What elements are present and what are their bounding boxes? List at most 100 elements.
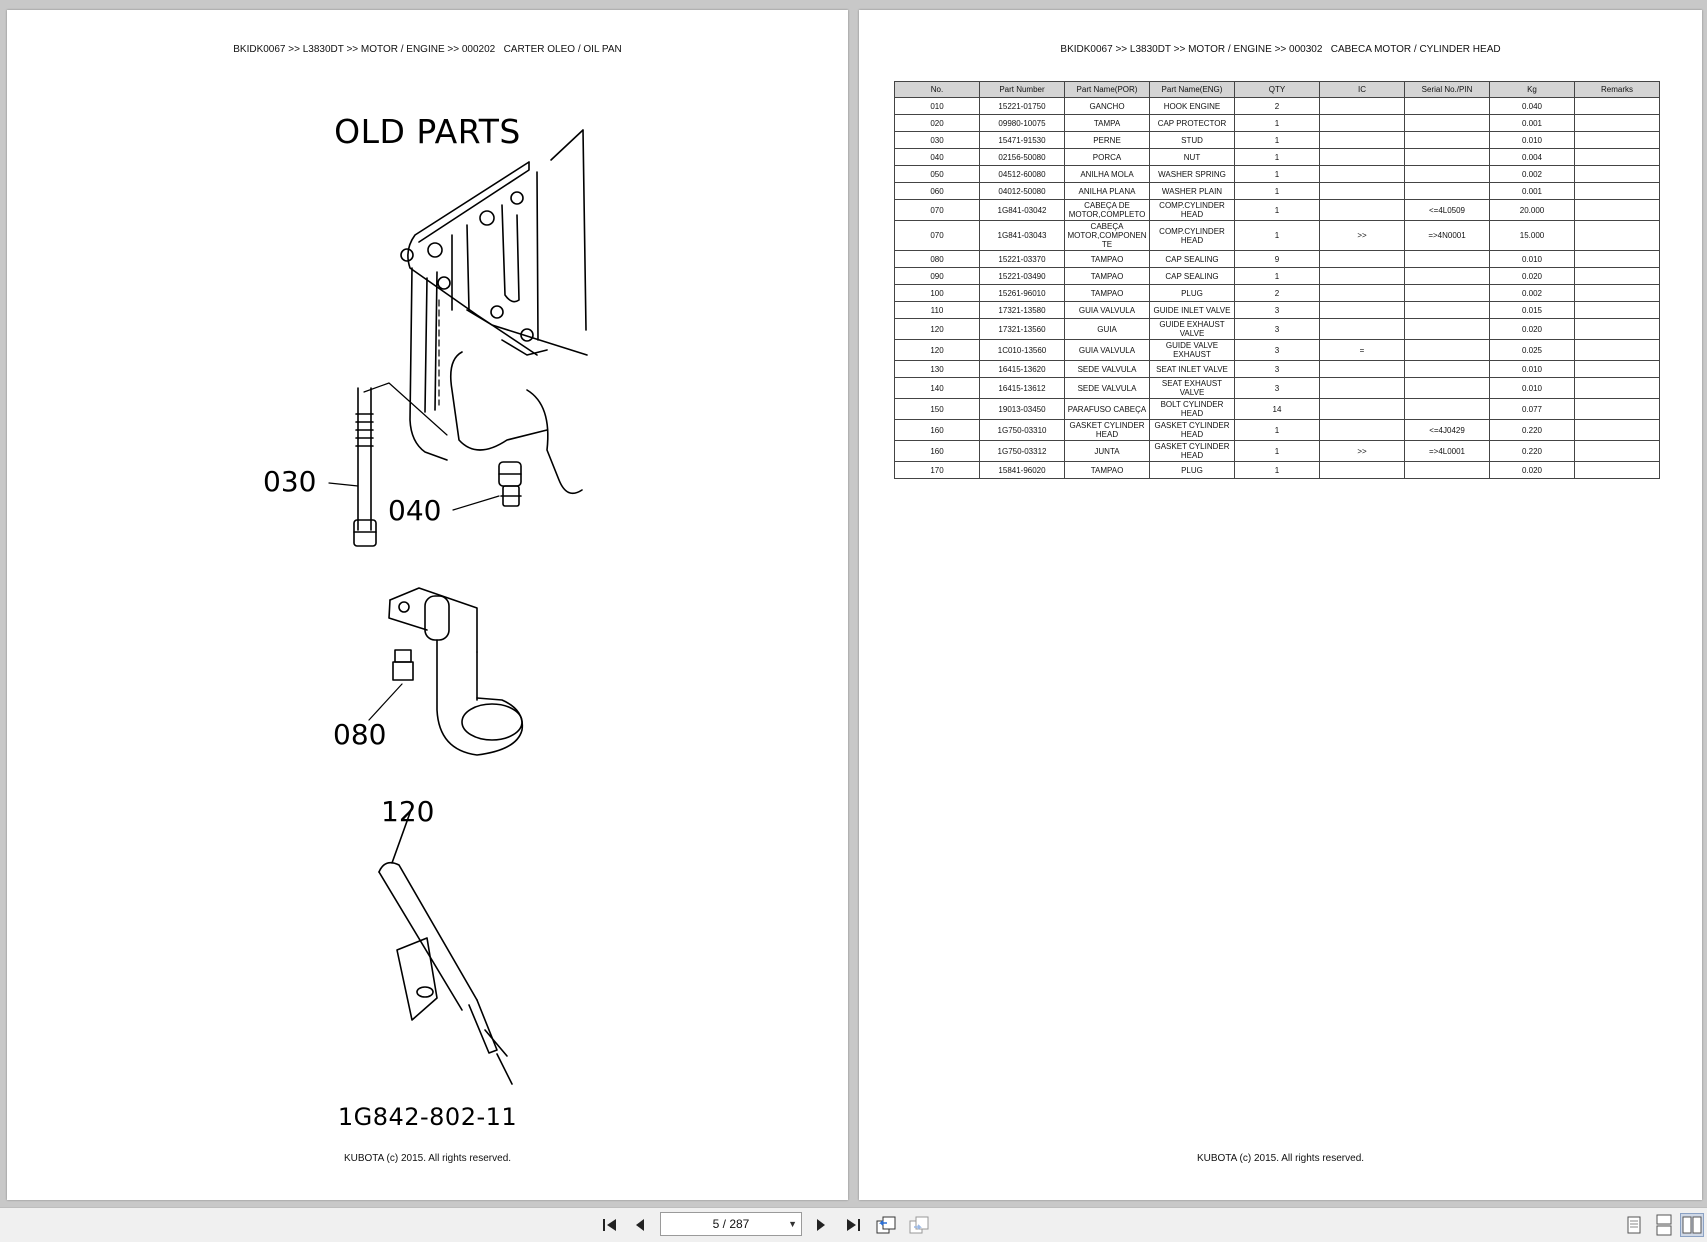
table-cell [1319,318,1405,340]
table-cell: 090 [894,267,980,285]
table-cell: 0.020 [1489,461,1575,479]
table-cell: 1 [1234,419,1320,441]
table-cell: TAMPA [1064,114,1150,132]
previous-page-icon [636,1219,644,1231]
table-cell: 04012-50080 [979,182,1065,200]
table-cell: HOOK ENGINE [1149,97,1235,115]
column-header: Serial No./PIN [1404,81,1490,98]
table-cell: 0.020 [1489,318,1575,340]
table-cell [1574,398,1660,420]
two-page-view-button[interactable] [1680,1213,1704,1237]
table-cell: 0.220 [1489,419,1575,441]
table-cell: 1G750-03312 [979,440,1065,462]
table-cell [1404,131,1490,149]
table-cell: GUIDE INLET VALVE [1149,301,1235,319]
table-cell: 130 [894,360,980,378]
table-cell [1404,267,1490,285]
table-cell: 16415-13612 [979,377,1065,399]
table-cell: 0.220 [1489,440,1575,462]
callout-030: 030 [263,465,317,498]
table-cell [1574,148,1660,166]
table-cell: 0.010 [1489,360,1575,378]
table-cell: 0.025 [1489,339,1575,361]
continuous-view-button[interactable] [1652,1213,1676,1237]
table-cell: 16415-13620 [979,360,1065,378]
table-cell: >> [1319,440,1405,462]
table-cell [1574,131,1660,149]
last-page-button[interactable] [841,1213,865,1237]
table-cell [1319,165,1405,183]
table-cell: 060 [894,182,980,200]
table-cell: 09980-10075 [979,114,1065,132]
table-cell: PORCA [1064,148,1150,166]
back-view-button[interactable] [874,1213,898,1237]
table-cell: 150 [894,398,980,420]
first-page-button[interactable] [598,1213,622,1237]
table-cell: 120 [894,339,980,361]
page-dropdown-icon[interactable]: ▼ [788,1219,797,1229]
table-cell: 140 [894,377,980,399]
table-cell: 2 [1234,284,1320,302]
callout-080: 080 [333,718,387,751]
table-cell: 17321-13580 [979,301,1065,319]
table-cell [1319,114,1405,132]
next-page-button[interactable] [809,1213,833,1237]
table-cell: 030 [894,131,980,149]
table-cell [1404,165,1490,183]
diagram-title: OLD PARTS [334,112,521,151]
table-cell: COMP.CYLINDER HEAD [1149,220,1235,251]
table-cell: 3 [1234,360,1320,378]
table-cell: 17321-13560 [979,318,1065,340]
table-cell: GUIA [1064,318,1150,340]
table-cell: CAP PROTECTOR [1149,114,1235,132]
forward-view-button[interactable] [907,1213,931,1237]
table-cell: 0.040 [1489,97,1575,115]
table-cell: NUT [1149,148,1235,166]
page-indicator: 5 / 287 [712,1217,750,1231]
table-cell [1404,284,1490,302]
table-cell: 3 [1234,301,1320,319]
table-cell: 2 [1234,97,1320,115]
table-cell: 15221-01750 [979,97,1065,115]
single-page-view-button[interactable] [1622,1213,1646,1237]
table-cell [1574,440,1660,462]
table-cell [1319,250,1405,268]
table-cell: 20.000 [1489,199,1575,221]
left-page: BKIDK0067 >> L3830DT >> MOTOR / ENGINE >… [7,10,848,1200]
table-cell: SEDE VALVULA [1064,377,1150,399]
table-cell [1319,284,1405,302]
callout-120: 120 [381,795,435,828]
table-cell: 1 [1234,114,1320,132]
table-cell: 3 [1234,377,1320,399]
page-number-field[interactable]: 5 / 287 ▼ [660,1212,802,1236]
table-cell: GASKET CYLINDER HEAD [1064,419,1150,441]
table-cell: 15221-03490 [979,267,1065,285]
table-cell [1574,301,1660,319]
first-page-icon [603,1219,616,1231]
table-cell [1319,131,1405,149]
table-cell: =>4L0001 [1404,440,1490,462]
table-cell: COMP.CYLINDER HEAD [1149,199,1235,221]
left-page-header: BKIDK0067 >> L3830DT >> MOTOR / ENGINE >… [233,44,622,55]
previous-page-button[interactable] [628,1213,652,1237]
table-cell: PARAFUSO CABEÇA [1064,398,1150,420]
table-cell [1319,360,1405,378]
right-page: BKIDK0067 >> L3830DT >> MOTOR / ENGINE >… [859,10,1702,1200]
table-cell: 3 [1234,318,1320,340]
table-cell [1404,250,1490,268]
table-cell [1574,377,1660,399]
document-viewport[interactable]: BKIDK0067 >> L3830DT >> MOTOR / ENGINE >… [0,0,1707,1207]
table-cell [1574,419,1660,441]
table-cell: 15.000 [1489,220,1575,251]
next-page-icon [817,1219,825,1231]
table-cell: 040 [894,148,980,166]
table-cell [1404,377,1490,399]
